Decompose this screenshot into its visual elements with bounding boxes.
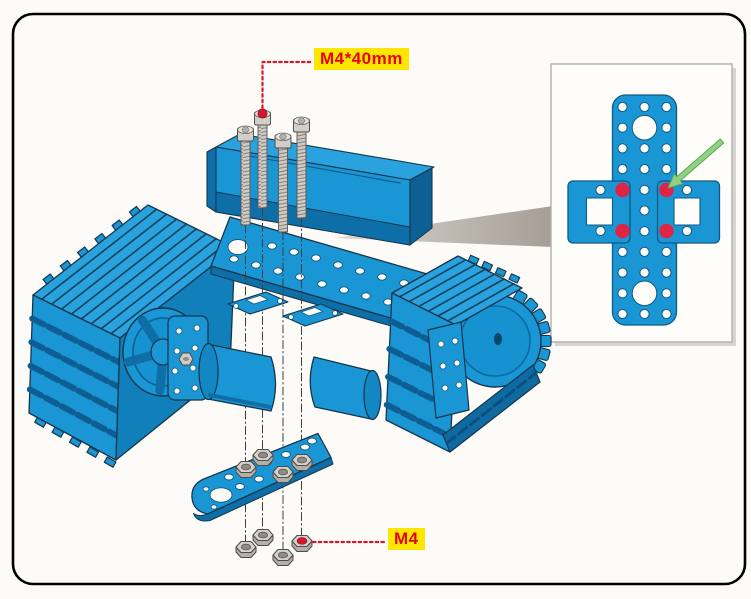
motor-right (309, 356, 382, 421)
detail-panel (550, 63, 736, 346)
screw-highlight-dot (257, 108, 268, 119)
right-track (383, 254, 552, 453)
motor-left (198, 342, 277, 412)
callout-leaders (261, 60, 388, 544)
pointer-arrow-icon (667, 138, 725, 189)
nut-spec-label: M4 (388, 528, 425, 550)
track-connector-bracket (427, 321, 470, 419)
wheel-bracket (167, 315, 209, 401)
nuts-lower (235, 529, 313, 566)
center-brackets (227, 291, 344, 327)
detail-beam-holes (617, 101, 672, 320)
page-border (11, 12, 747, 586)
detail-brackets (567, 180, 721, 244)
nut-highlight-dot (296, 537, 308, 545)
screws-m4x40 (237, 108, 310, 233)
robot-assembly (26, 60, 552, 566)
left-track (26, 204, 236, 468)
screw-spec-label: M4*40mm (314, 48, 409, 70)
